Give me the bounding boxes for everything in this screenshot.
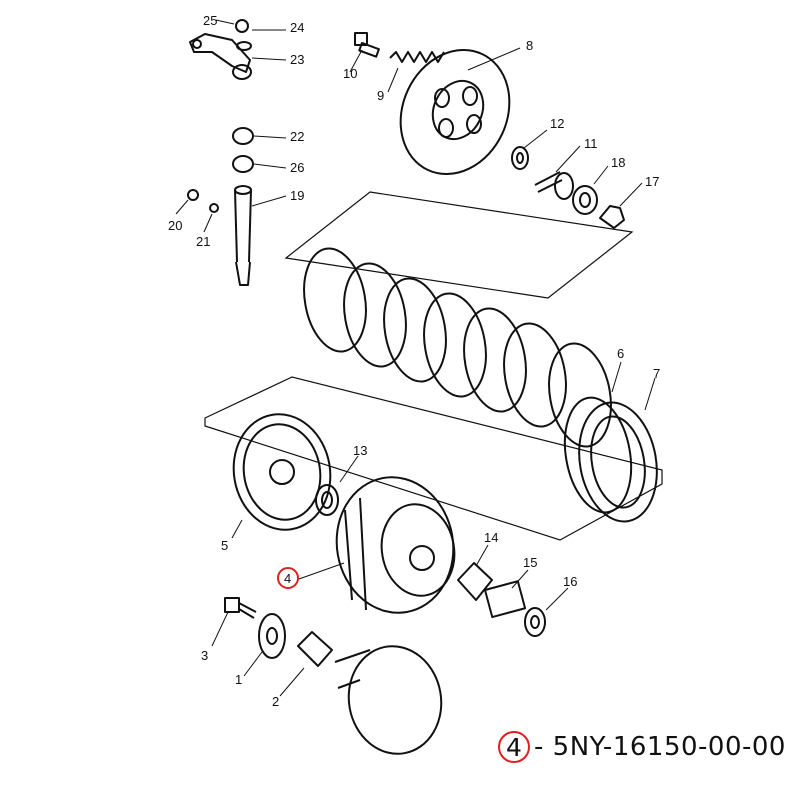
label-24: 24 — [290, 20, 304, 35]
caption-part-number: - 5NY-16150-00-00 — [534, 732, 786, 762]
label-15: 15 — [523, 555, 537, 570]
label-26: 26 — [290, 160, 304, 175]
label-2: 2 — [272, 694, 279, 709]
label-21: 21 — [196, 234, 210, 249]
pressure-plate-8 — [399, 48, 511, 176]
primary-driven-gear-5 — [232, 413, 332, 531]
part-labels: 25 24 23 10 9 8 12 11 18 17 22 26 19 20 … — [168, 13, 660, 709]
washer-16 — [524, 607, 546, 637]
label-19: 19 — [290, 188, 304, 203]
label-22: 22 — [290, 129, 304, 144]
push-rod-11 — [534, 171, 574, 200]
lock-washer-17 — [599, 205, 625, 229]
collar-14 — [457, 562, 493, 601]
plate-group-box — [284, 191, 634, 299]
label-20: 20 — [168, 218, 182, 233]
label-23: 23 — [290, 52, 304, 67]
label-10: 10 — [343, 66, 357, 81]
label-16: 16 — [563, 574, 577, 589]
label-8: 8 — [526, 38, 533, 53]
label-1: 1 — [235, 672, 242, 687]
collar-2 — [297, 631, 333, 667]
hub-group-box — [204, 376, 663, 541]
label-17: 17 — [645, 174, 659, 189]
clutch-spring-9 — [389, 51, 445, 63]
label-5: 5 — [221, 538, 228, 553]
caption-number-badge: 4 — [498, 731, 530, 763]
label-14: 14 — [484, 530, 498, 545]
friction-plates — [303, 247, 612, 448]
washer-12 — [511, 146, 529, 170]
label-9: 9 — [377, 88, 384, 103]
label-18: 18 — [611, 155, 625, 170]
push-lever-shaft — [187, 127, 254, 286]
release-lever — [189, 19, 252, 80]
part-number-caption: 4 - 5NY-16150-00-00 — [498, 727, 786, 767]
gear-1 — [258, 613, 286, 659]
label-11: 11 — [584, 136, 598, 151]
drum-assembly — [334, 645, 443, 755]
bearing-18 — [572, 185, 598, 215]
label-7: 7 — [653, 366, 660, 381]
thrust-washer-13 — [315, 484, 339, 516]
label-12: 12 — [550, 116, 564, 131]
bolt-10 — [354, 32, 380, 58]
bolt-3 — [224, 597, 257, 619]
highlight-ring — [277, 567, 299, 589]
friction-plate-7 — [578, 401, 658, 523]
label-3: 3 — [201, 648, 208, 663]
needle-bearing-15 — [484, 580, 527, 619]
plate-6 — [563, 396, 633, 514]
label-4: 4 — [284, 571, 291, 586]
label-6: 6 — [617, 346, 624, 361]
caption-number: 4 — [506, 732, 522, 762]
clutch-boss-4 — [335, 476, 456, 614]
label-13: 13 — [353, 443, 367, 458]
leader-lines — [175, 19, 656, 697]
label-25: 25 — [203, 13, 217, 28]
